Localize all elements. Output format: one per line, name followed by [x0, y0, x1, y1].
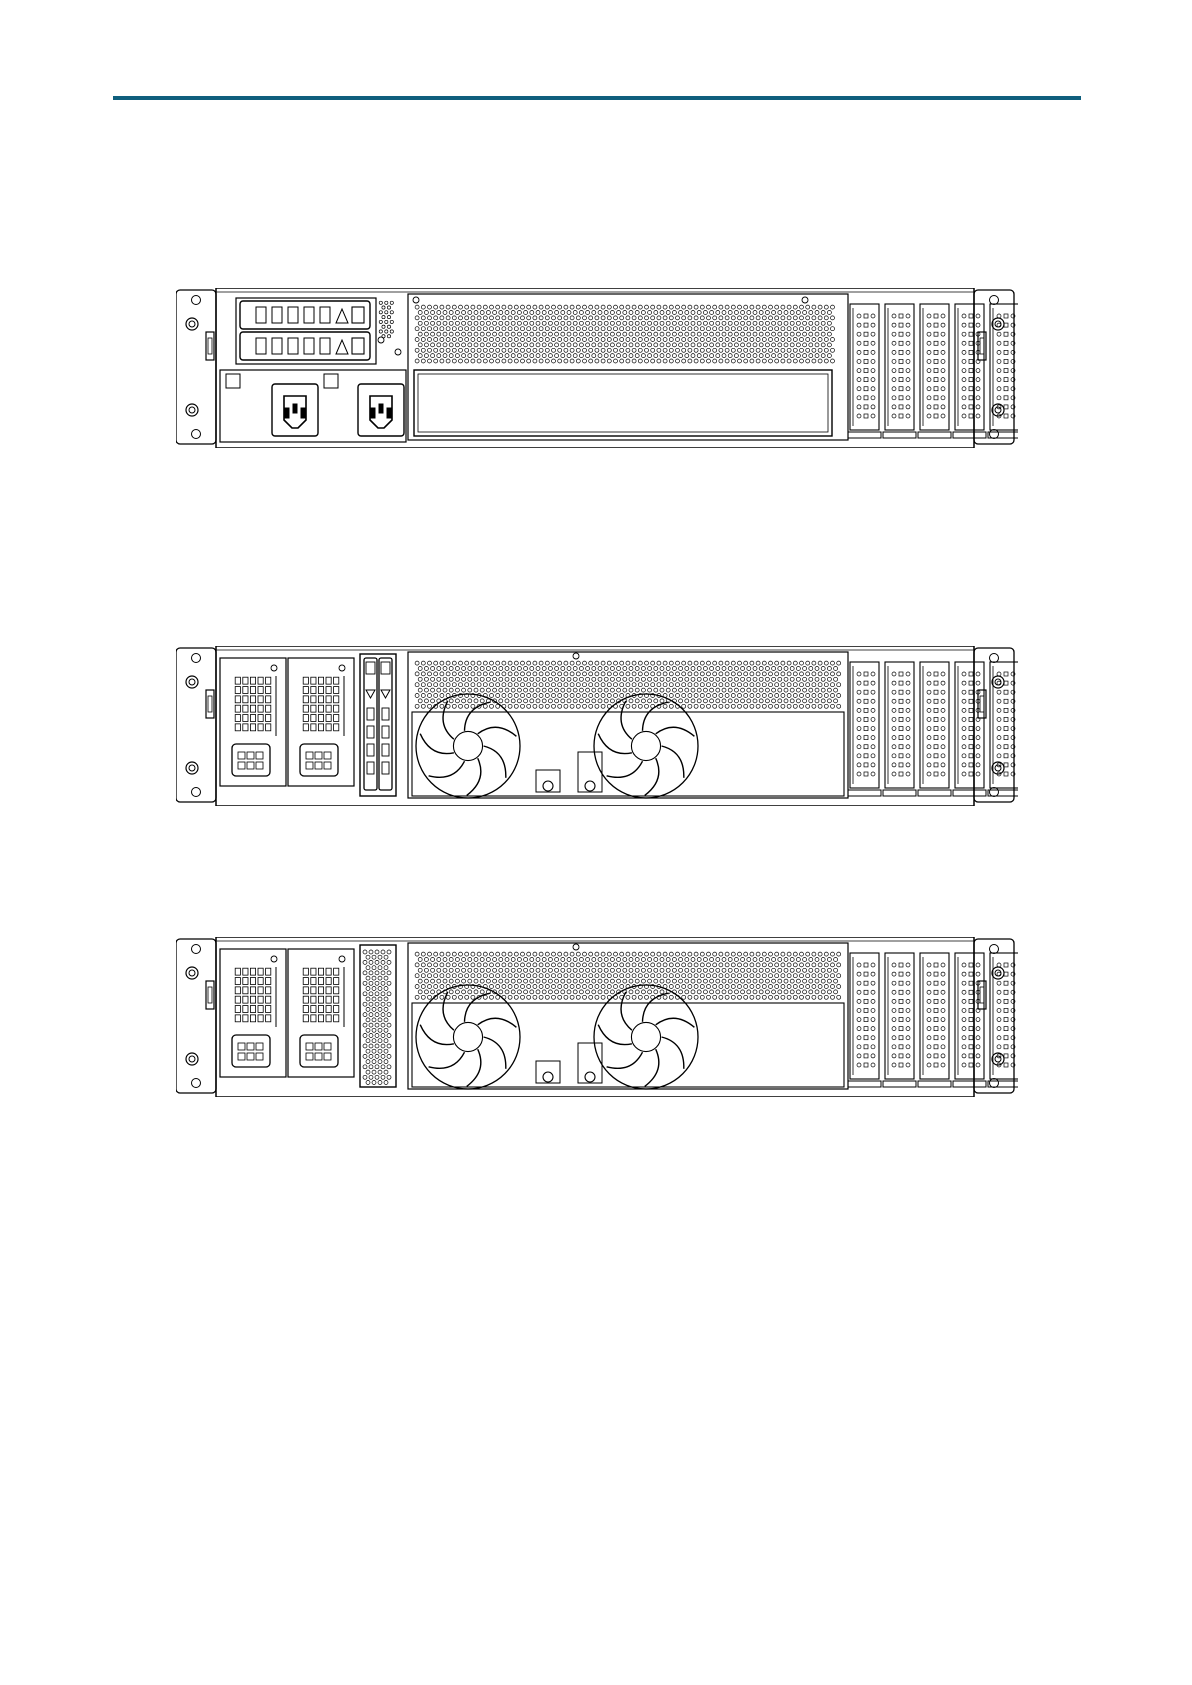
psu-vent-grid: [235, 968, 271, 1022]
vent-hole-grid: [415, 305, 834, 363]
drive-bay-area: [236, 298, 376, 364]
pcie-slot-icon: [848, 953, 881, 1087]
pcie-slot-icon: [848, 662, 881, 796]
pcie-slot-icon: [953, 304, 986, 438]
rack-ear-left: [176, 648, 216, 802]
pcie-slot-icon: [848, 304, 881, 438]
vent-hole-grid: [415, 661, 841, 708]
chassis-view-2: [176, 646, 1018, 806]
chassis-view-1: [176, 288, 1018, 448]
psu-area: [220, 370, 406, 442]
fan-icon: [416, 694, 520, 798]
pcie-slot-icon: [883, 304, 916, 438]
psu-vent-grid: [303, 677, 339, 731]
psu-module-icon: [220, 658, 286, 786]
fan-tray-area: [408, 652, 848, 798]
pcie-slot-icon: [918, 662, 951, 796]
drive-bay-icon: [240, 301, 370, 329]
vent-blank-icon: [360, 945, 396, 1087]
rack-ear-left: [176, 939, 216, 1093]
chassis-drawing-2: [176, 646, 1018, 806]
vent-hole-grid: [363, 950, 391, 1085]
pcie-slot-icon: [918, 304, 951, 438]
psu-vent-grid: [303, 968, 339, 1022]
rack-ear-right: [974, 648, 1014, 802]
fan-area: [412, 985, 844, 1089]
pcie-slot-icon: [918, 953, 951, 1087]
rack-ear-right: [974, 939, 1014, 1093]
psu-module-icon: [288, 949, 354, 1077]
rack-ear-left: [176, 290, 216, 444]
power-socket-icon: [300, 1035, 338, 1067]
ac-inlet-icon: [358, 384, 404, 436]
drive-bay-icon: [364, 658, 377, 790]
drive-bay-area: [360, 654, 396, 796]
fan-tray-area: [408, 943, 848, 1089]
psu-vent-grid: [235, 677, 271, 731]
power-socket-icon: [300, 744, 338, 776]
vent-hole-grid: [379, 301, 393, 338]
fan-icon: [416, 985, 520, 1089]
chassis-drawing-3: [176, 937, 1018, 1097]
power-socket-icon: [232, 744, 270, 776]
pcie-slot-icon: [883, 662, 916, 796]
fan-icon: [594, 694, 698, 798]
drive-bay-icon: [379, 658, 392, 790]
main-vent-panel: [408, 294, 848, 440]
chassis-drawing-1: [176, 288, 1018, 448]
pcie-slot-icon: [953, 953, 986, 1087]
rack-ear-right: [974, 290, 1014, 444]
fan-icon: [594, 985, 698, 1089]
psu-module-icon: [288, 658, 354, 786]
psu-module-icon: [220, 949, 286, 1077]
pcie-slot-icon: [883, 953, 916, 1087]
chassis-view-3: [176, 937, 1018, 1097]
drive-bay-icon: [240, 332, 370, 360]
fan-area: [412, 694, 844, 798]
ac-inlet-icon: [272, 384, 318, 436]
vent-hole-grid: [415, 952, 841, 999]
pcie-slot-icon: [953, 662, 986, 796]
header-rule: [113, 96, 1081, 100]
power-socket-icon: [232, 1035, 270, 1067]
